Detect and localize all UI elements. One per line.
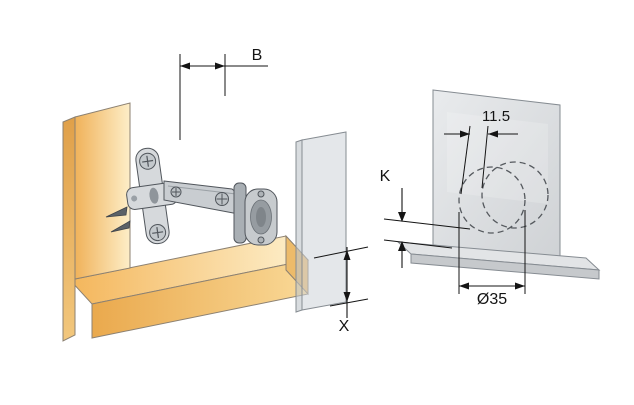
plate-slot — [149, 187, 159, 204]
dimension-edge-distance: 11.5 — [444, 108, 518, 195]
hinge-knuckle — [233, 182, 247, 244]
dimension-hole-diameter: Ø35 — [458, 210, 526, 308]
dimension-x: X — [313, 246, 369, 335]
cabinet-side-panel — [62, 102, 131, 342]
dimension-k: K — [380, 168, 471, 268]
right-detail-view: 11.5 K Ø35 — [380, 89, 601, 308]
dim-label-edge-distance: 11.5 — [482, 108, 510, 125]
hinge-assembly — [105, 147, 278, 246]
cup-hole-circles — [458, 161, 549, 234]
dim-label-b: B — [252, 47, 263, 64]
cup-hole-circle-1 — [458, 166, 526, 234]
hinge-cup — [233, 182, 278, 246]
door-panel — [295, 131, 347, 313]
dim-label-k: K — [380, 168, 391, 185]
plate-hole — [131, 195, 138, 202]
panel-highlight — [447, 112, 548, 204]
dim-label-x: X — [339, 318, 350, 335]
hinge-arm — [163, 180, 245, 216]
dimension-b: B — [179, 47, 268, 140]
dim-label-hole-diameter: Ø35 — [477, 291, 507, 308]
mounting-dowels — [105, 206, 131, 233]
base-panel — [396, 241, 601, 280]
left-isometric-view: B X — [62, 47, 369, 342]
cup-hole-circle-2 — [481, 161, 549, 229]
